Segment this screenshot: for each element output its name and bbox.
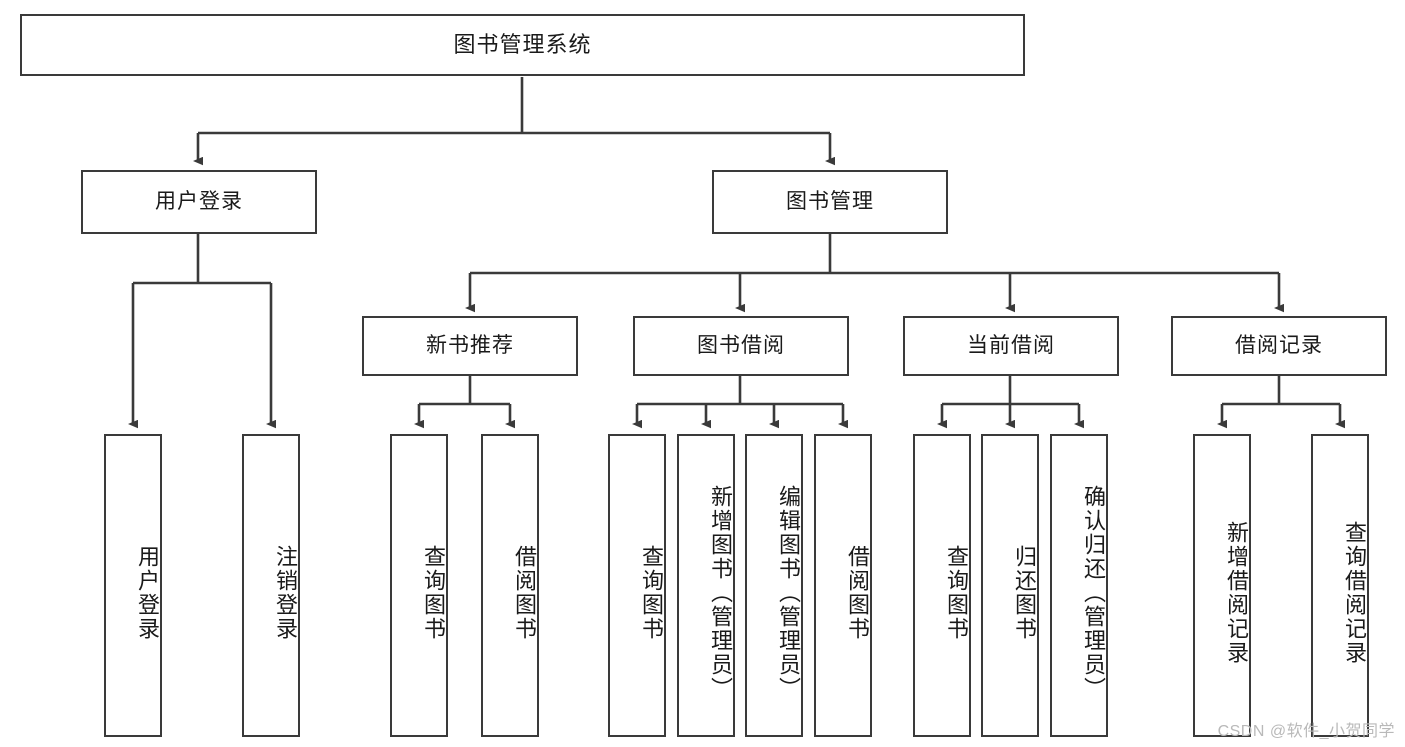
leaf-confirm-return[interactable]: 确认归还（管理员） [1050, 434, 1108, 737]
leaf-label: 确认归还（管理员） [1081, 484, 1106, 701]
node-book-borrow[interactable]: 图书借阅 [633, 316, 849, 376]
leaf-query-borrow-record[interactable]: 查询借阅记录 [1311, 434, 1369, 737]
leaf-user-login[interactable]: 用户登录 [104, 434, 162, 737]
leaf-query-book-borrow[interactable]: 查询图书 [608, 434, 666, 737]
leaf-label: 注销登录 [273, 544, 298, 641]
watermark: CSDN @软件_小贺同学 [1217, 723, 1395, 740]
leaf-label: 查询图书 [421, 544, 446, 641]
leaf-query-book-new-rec[interactable]: 查询图书 [390, 434, 448, 737]
node-user-login[interactable]: 用户登录 [81, 170, 317, 234]
node-current-borrow[interactable]: 当前借阅 [903, 316, 1119, 376]
leaf-add-book[interactable]: 新增图书（管理员） [677, 434, 735, 737]
leaf-label: 新增图书（管理员） [708, 484, 733, 701]
leaf-logout[interactable]: 注销登录 [242, 434, 300, 737]
leaf-label: 用户登录 [135, 544, 160, 641]
leaf-borrow-book-new-rec[interactable]: 借阅图书 [481, 434, 539, 737]
leaf-label: 查询图书 [639, 544, 664, 641]
leaf-label: 归还图书 [1012, 544, 1037, 641]
leaf-label: 新增借阅记录 [1224, 520, 1249, 665]
leaf-query-book-current[interactable]: 查询图书 [913, 434, 971, 737]
leaf-edit-book[interactable]: 编辑图书（管理员） [745, 434, 803, 737]
leaf-label: 借阅图书 [512, 544, 537, 641]
leaf-borrow-book[interactable]: 借阅图书 [814, 434, 872, 737]
node-root[interactable]: 图书管理系统 [20, 14, 1025, 76]
leaf-label: 编辑图书（管理员） [776, 484, 801, 701]
leaf-return-book[interactable]: 归还图书 [981, 434, 1039, 737]
leaf-label: 借阅图书 [845, 544, 870, 641]
leaf-add-borrow-record[interactable]: 新增借阅记录 [1193, 434, 1251, 737]
node-book-manage[interactable]: 图书管理 [712, 170, 948, 234]
node-borrow-record[interactable]: 借阅记录 [1171, 316, 1387, 376]
leaf-label: 查询图书 [944, 544, 969, 641]
leaf-label: 查询借阅记录 [1342, 520, 1367, 665]
node-new-book-recommend[interactable]: 新书推荐 [362, 316, 578, 376]
